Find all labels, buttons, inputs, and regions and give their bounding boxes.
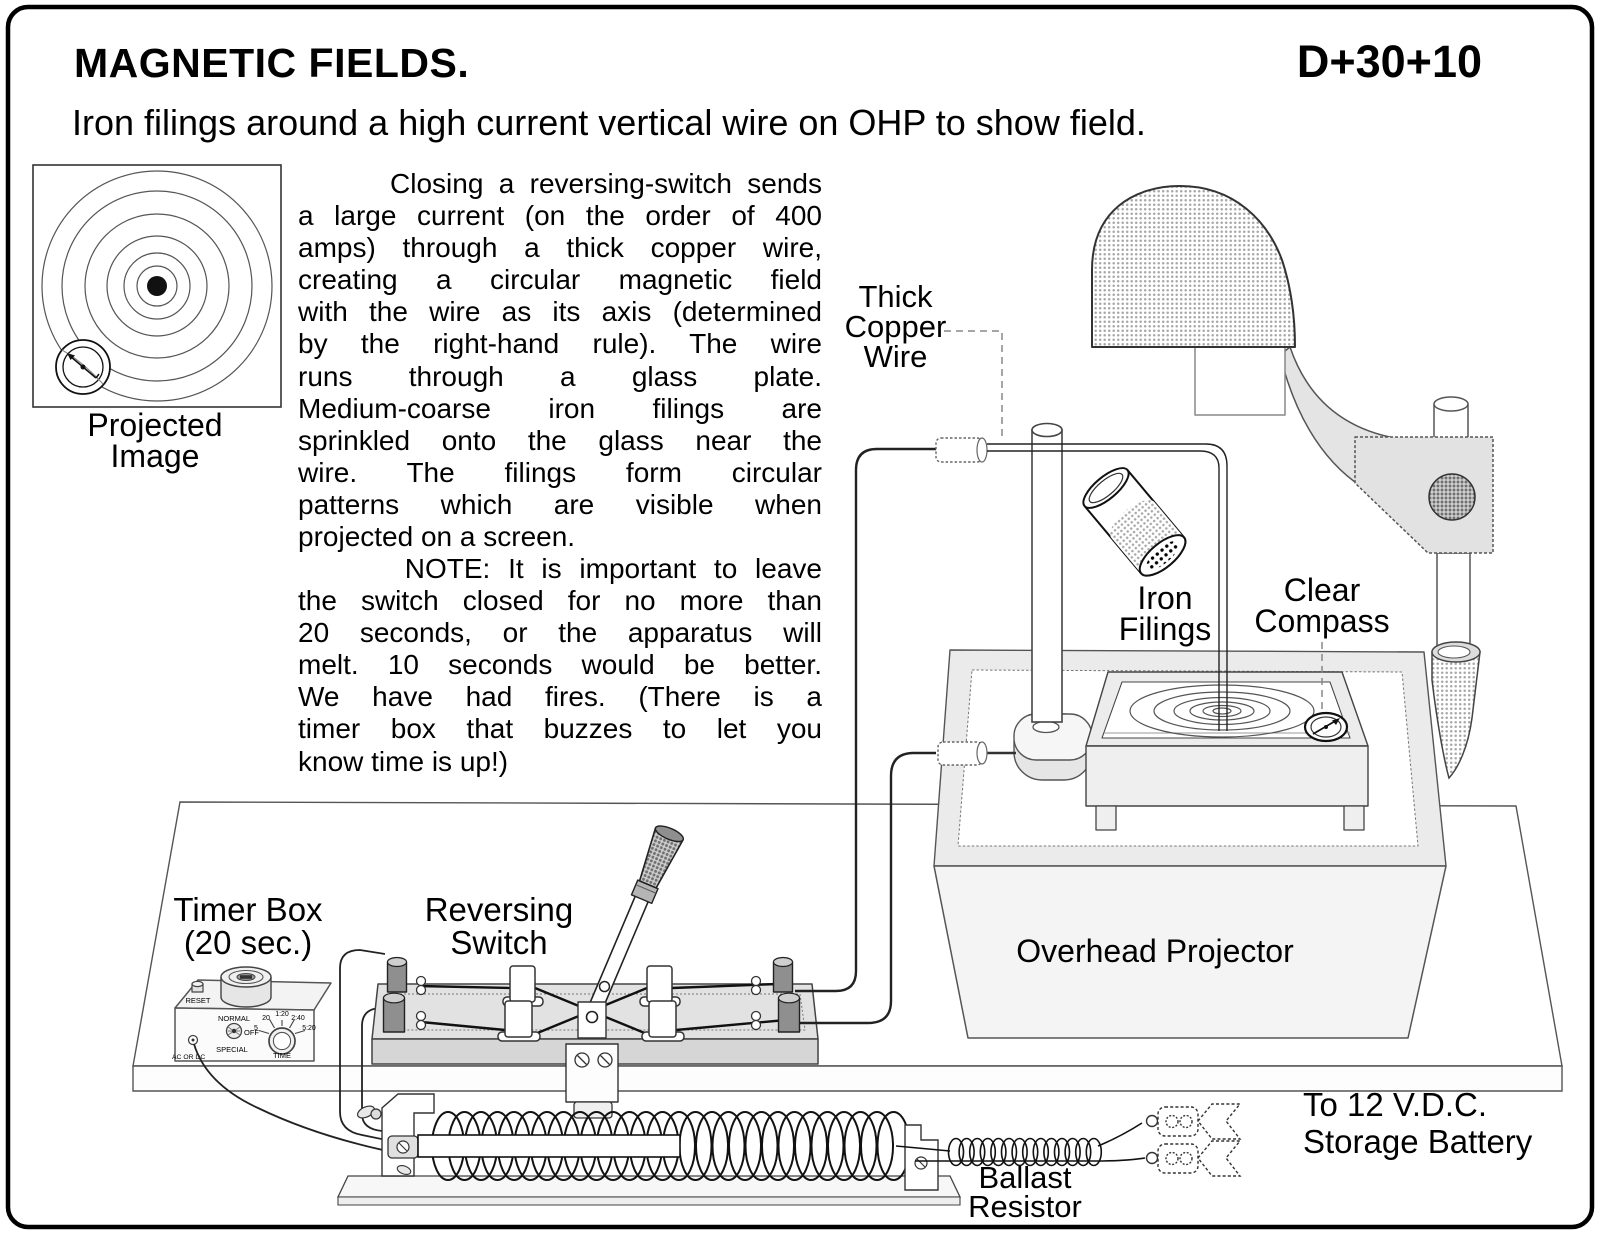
thick-label-line2: Copper <box>844 309 947 344</box>
projector-column <box>1431 552 1481 780</box>
timer-box-label: Timer Box (20 sec.) <box>158 893 338 959</box>
special-label: SPECIAL <box>216 1045 248 1054</box>
head-bracket <box>1354 436 1494 554</box>
resistor-core-rod <box>417 1134 681 1158</box>
thick-copper-wire <box>795 437 1228 1025</box>
buzzer <box>220 966 272 1008</box>
ballast-resistor-line1: Ballast <box>978 1160 1072 1195</box>
battery-line2: Storage Battery <box>1303 1123 1533 1160</box>
page-title: MAGNETIC FIELDS. <box>74 40 470 86</box>
binding-posts <box>382 956 801 1033</box>
page-border <box>5 4 1595 1230</box>
projector-body <box>933 865 1447 1039</box>
wire-coupler-top <box>935 437 988 463</box>
wire-clips <box>415 975 762 1031</box>
timer-box-line1: Timer Box <box>173 891 323 928</box>
column-holder <box>1431 651 1481 780</box>
wire-coupler-bottom <box>937 741 988 766</box>
iron-filings-shaker <box>1082 467 1187 577</box>
projected-image-caption-line2: Image <box>110 438 200 474</box>
dial-tick-1: 20 <box>262 1015 270 1022</box>
bracket-knob <box>1428 473 1476 521</box>
time-knob <box>258 1019 306 1055</box>
lever-pivot <box>577 1001 607 1039</box>
clear-compass-line1: Clear <box>1283 572 1361 608</box>
dial-tick-2: 1:20 <box>275 1011 289 1018</box>
page-subtitle: Iron filings around a high current verti… <box>72 102 1146 143</box>
time-label: TIME <box>273 1051 291 1060</box>
contact-blocks <box>497 965 685 1042</box>
projected-image-caption: Projected Image <box>60 407 250 474</box>
dial-tick-4: 5:20 <box>302 1025 316 1032</box>
catalog-code: D+30+10 <box>1296 36 1482 87</box>
ballast-resistor-line2: Resistor <box>968 1189 1082 1224</box>
switch-mount-bracket <box>565 1043 619 1119</box>
iron-filings-line1: Iron <box>1137 580 1193 616</box>
ballast-resistor-label: Ballast Resistor <box>952 1160 1098 1224</box>
reversing-switch-line1: Reversing <box>424 891 574 928</box>
thick-label-line3: Wire <box>863 339 928 374</box>
reset-button <box>191 980 204 993</box>
timer-box-line2: (20 sec.) <box>183 924 313 961</box>
overhead-projector-label: Overhead Projector <box>1016 933 1294 969</box>
switch-lever <box>584 825 685 1020</box>
head-dome <box>1091 185 1296 348</box>
reversing-switch-label: Reversing Switch <box>405 893 593 959</box>
iron-filings-line2: Filings <box>1118 611 1212 647</box>
timer-box: RESET NORMAL OFF SPECIAL AC OR DC 5 20 1… <box>172 966 332 1062</box>
ac-or-dc-label: AC OR DC <box>172 1054 205 1061</box>
battery-label: To 12 V.D.C. Storage Battery <box>1303 1086 1563 1160</box>
reversing-switch-line2: Switch <box>450 924 548 961</box>
off-label: OFF <box>244 1028 259 1037</box>
battery-cord <box>895 1122 1146 1167</box>
thick-copper-wire-label: Thick Copper Wire <box>818 279 973 374</box>
shaker-holes <box>1146 541 1179 570</box>
projected-compass <box>55 339 111 395</box>
battery-clips <box>1145 1103 1242 1177</box>
dial-tick-3: 2:40 <box>291 1015 305 1022</box>
projected-image-caption-line1: Projected <box>87 407 223 443</box>
reset-label: RESET <box>185 996 210 1005</box>
iron-filings-label: Iron Filings <box>1090 580 1240 647</box>
projected-image-figure <box>32 164 282 408</box>
mirror-box <box>1194 346 1286 416</box>
normal-label: NORMAL <box>218 1014 250 1023</box>
mode-toggle <box>225 1022 243 1040</box>
wire-dot <box>147 276 167 296</box>
output-jack-pin <box>191 1038 195 1042</box>
battery-line1: To 12 V.D.C. <box>1303 1086 1488 1123</box>
clear-compass-label: Clear Compass <box>1238 572 1406 639</box>
coil-right-stand <box>904 1124 939 1191</box>
tray-front <box>1085 745 1369 807</box>
coil-left-stand <box>356 1093 435 1177</box>
thick-label-line1: Thick <box>858 279 933 314</box>
projector-head <box>1091 185 1494 554</box>
reversing-switch <box>371 825 819 1119</box>
clear-compass-line2: Compass <box>1254 603 1390 639</box>
dial-tick-0: 5 <box>254 1025 258 1032</box>
wire-support-tube <box>1031 422 1063 723</box>
filings-pattern <box>1129 684 1315 738</box>
ballast-resistor <box>336 1093 1242 1206</box>
stage-compass <box>1303 711 1349 743</box>
